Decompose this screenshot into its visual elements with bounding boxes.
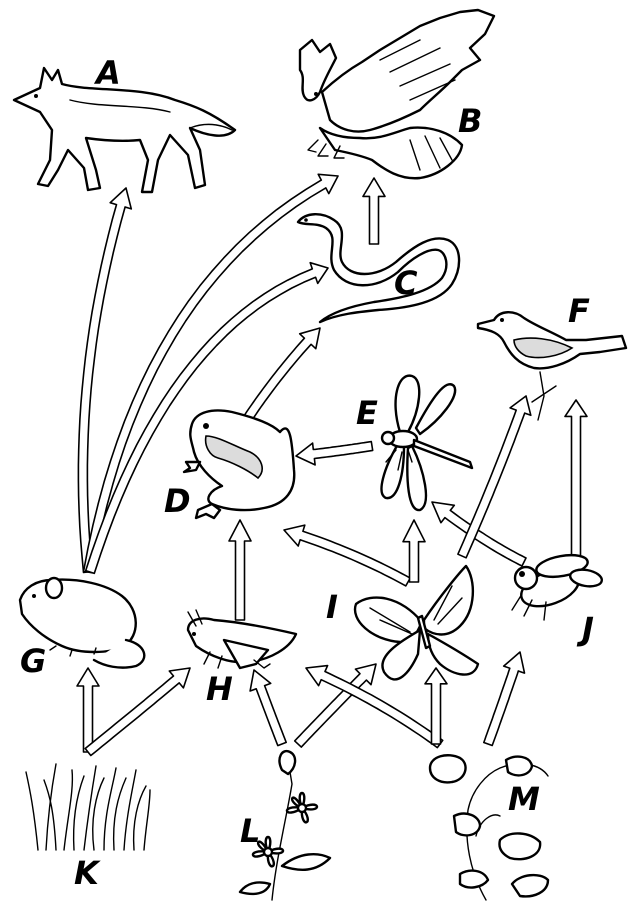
bird-icon xyxy=(478,312,626,420)
dragonfly-icon xyxy=(382,376,472,510)
arrow-i-to-d xyxy=(284,525,410,586)
label-e: E xyxy=(356,394,378,432)
label-c: C xyxy=(394,264,418,302)
fox-icon xyxy=(14,68,235,192)
arrow-m-to-j xyxy=(484,652,525,746)
label-h: H xyxy=(206,670,233,708)
label-i: I xyxy=(326,588,338,626)
label-j: J xyxy=(576,610,594,648)
label-k: K xyxy=(74,854,101,892)
frog-icon xyxy=(184,411,294,519)
arrow-h-to-d xyxy=(229,520,251,620)
arrow-m-to-h xyxy=(306,666,443,748)
vine-icon xyxy=(430,755,548,900)
label-g: G xyxy=(20,642,46,680)
arrow-i-to-e xyxy=(403,520,425,582)
butterfly-icon xyxy=(355,566,478,679)
grass-icon xyxy=(26,764,150,850)
arrow-d-to-c xyxy=(244,328,320,421)
eagle-icon xyxy=(300,10,494,178)
arrow-j-to-f xyxy=(565,400,587,556)
label-d: D xyxy=(164,482,191,520)
label-f: F xyxy=(568,292,590,330)
arrow-c-to-b xyxy=(363,178,385,244)
arrow-e-to-d xyxy=(296,442,373,465)
arrow-i-to-f xyxy=(458,396,531,558)
label-a: A xyxy=(93,54,121,92)
label-b: B xyxy=(458,102,482,140)
arrow-k-to-h xyxy=(85,668,190,756)
label-m: M xyxy=(508,780,540,818)
label-l: L xyxy=(240,812,260,850)
arrow-l-to-h xyxy=(250,670,286,746)
